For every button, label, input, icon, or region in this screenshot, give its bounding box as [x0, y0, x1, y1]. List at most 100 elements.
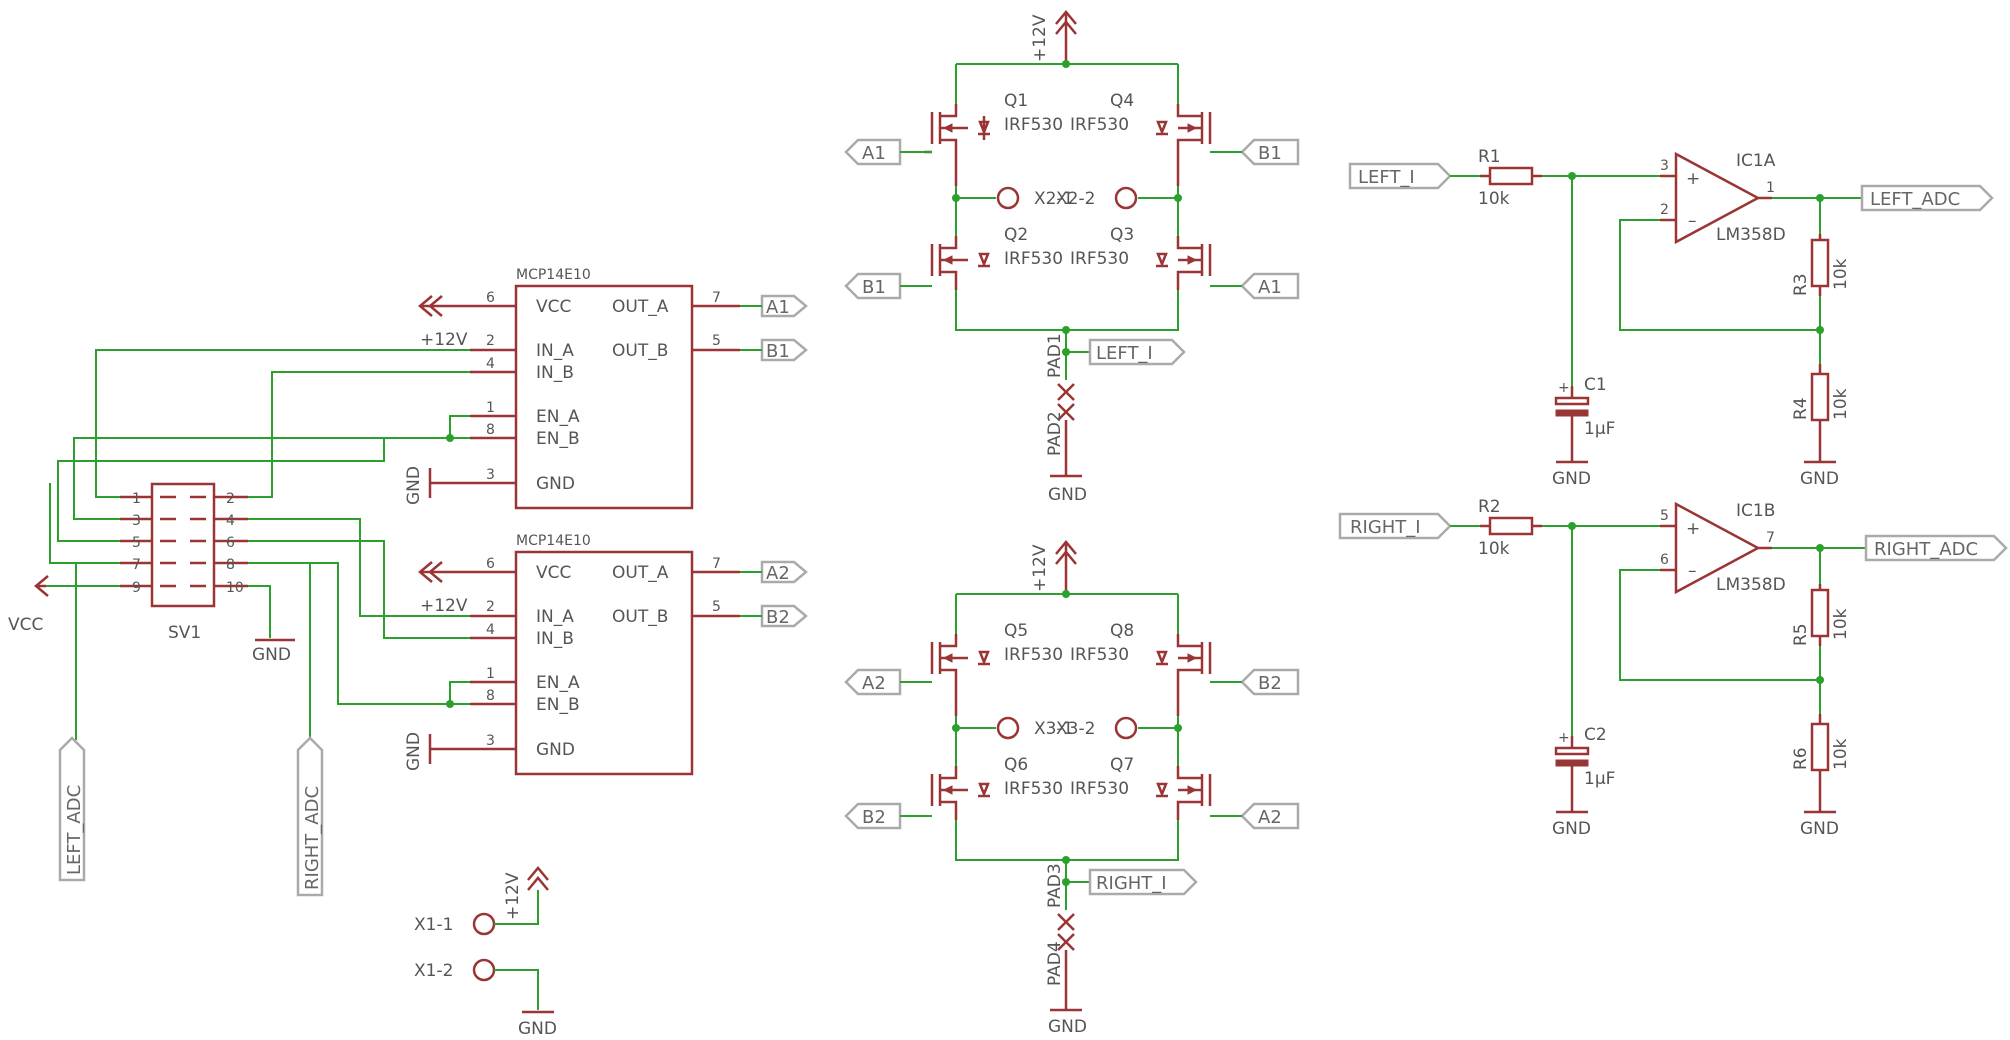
- resistor-r4: [1810, 372, 1830, 422]
- pin-num: 2: [1660, 202, 1669, 218]
- amp-stage-1: LEFT_I R1 10k + – 3 2 1 IC1A LM358D LEFT…: [1348, 147, 1994, 489]
- net-label-left-adc: [58, 736, 86, 882]
- component-ref: R2: [1478, 497, 1501, 517]
- pin-num: 6: [486, 290, 495, 306]
- gnd-label: GND: [404, 732, 424, 771]
- gnd-label: GND: [404, 466, 424, 505]
- pin-name: GND: [536, 474, 575, 494]
- opamp-plus: +: [1686, 169, 1700, 189]
- component-ref: R1: [1478, 147, 1501, 167]
- driver-body: [514, 284, 694, 510]
- component-ref: Q5: [1004, 621, 1028, 641]
- net-label-text: B2: [862, 807, 886, 828]
- net-label-b1: [760, 338, 808, 362]
- pin-num: 4: [226, 513, 235, 529]
- component-value: 10k: [1478, 539, 1510, 559]
- mosfet-q3: Q3 IRF530: [1070, 225, 1212, 290]
- pin-num: 7: [132, 557, 141, 573]
- pin-num: 1: [486, 400, 495, 416]
- component-value: 10k: [1831, 388, 1851, 420]
- pin-num: 8: [226, 557, 235, 573]
- net-label-text: B1: [766, 341, 790, 362]
- net-label-text: RIGHT_I: [1096, 873, 1167, 894]
- component-ref: IC1A: [1736, 151, 1776, 171]
- net-label-text: A1: [766, 297, 790, 318]
- net-label-text: A1: [862, 143, 886, 164]
- pin-name: OUT_A: [612, 563, 669, 583]
- vcc-label: VCC: [8, 615, 43, 635]
- net-label-text: LEFT_ADC: [64, 785, 85, 875]
- pin-name: EN_A: [536, 673, 580, 693]
- net-label-a1: [844, 138, 902, 166]
- pin-num: 5: [1660, 508, 1669, 524]
- mosfet-q5: Q5 IRF530: [930, 621, 1063, 716]
- connector-pad: [996, 716, 1020, 740]
- component-ref: R5: [1791, 623, 1811, 646]
- component-value: IRF530: [1070, 115, 1129, 135]
- component-value: 10k: [1831, 258, 1851, 290]
- connector-pad: [472, 958, 496, 982]
- connector-label: X2-1: [1034, 189, 1073, 209]
- net-label-b1: [844, 272, 902, 300]
- net-label-text: B1: [862, 277, 886, 298]
- connector-label: X1-2: [414, 961, 453, 981]
- connector-pad: [472, 912, 496, 936]
- header-sv1: 1 3 5 7 9 2 4 6 8 10 SV1: [120, 482, 248, 643]
- cap-polarity: +: [1558, 730, 1570, 746]
- opamp-ic1a: [1674, 151, 1761, 245]
- connector-pad: [1114, 186, 1138, 210]
- power-label: +12V: [1030, 544, 1050, 592]
- net-label-a2: [760, 560, 808, 584]
- component-ref: R6: [1791, 747, 1811, 770]
- net-label-text: LEFT_ADC: [1870, 189, 1960, 210]
- pin-num: 9: [132, 580, 141, 596]
- net-label-b2: [760, 604, 808, 628]
- pin-num: 4: [486, 356, 495, 372]
- component-value: IRF530: [1070, 249, 1129, 269]
- component-value: LM358D: [1716, 575, 1786, 595]
- net-label-text: RIGHT_ADC: [302, 786, 323, 890]
- net-label-text: B2: [766, 607, 790, 628]
- net-label-text: LEFT_I: [1358, 167, 1415, 188]
- amp-stage-2: RIGHT_I R2 10k + – 5 6 7 IC1B LM358D RIG…: [1338, 497, 2008, 839]
- component-ref: IC1B: [1736, 501, 1775, 521]
- net-label-b1: [1240, 138, 1300, 166]
- net-label-right-i: [1088, 868, 1198, 896]
- net-label-right-adc: [1864, 534, 2008, 562]
- gnd-label: GND: [1552, 819, 1591, 839]
- gnd-label: GND: [252, 645, 291, 665]
- net-label-a2: [844, 668, 902, 696]
- pin-name: OUT_A: [612, 297, 669, 317]
- pin-num: 2: [486, 599, 495, 615]
- component-value: 10k: [1478, 189, 1510, 209]
- gnd-label: GND: [1800, 469, 1839, 489]
- pin-name: EN_B: [536, 695, 580, 715]
- resistor-r2: [1488, 516, 1534, 536]
- resistor-r6: [1810, 722, 1830, 772]
- gnd-label: GND: [518, 1019, 557, 1039]
- pin-num: 3: [132, 513, 141, 529]
- header-ref: SV1: [168, 623, 201, 643]
- component-ref: R3: [1791, 273, 1811, 296]
- connector-label: X3-2: [1056, 719, 1095, 739]
- power-label: +12V: [1030, 14, 1050, 62]
- pin-name: OUT_B: [612, 341, 668, 361]
- mosfet-q4: Q4 IRF530: [1070, 91, 1212, 186]
- connector-label: X3-1: [1034, 719, 1073, 739]
- pin-num: 7: [712, 556, 721, 572]
- net-label-text: LEFT_I: [1096, 343, 1153, 364]
- opamp-minus: –: [1688, 211, 1697, 231]
- component-ref: R4: [1791, 397, 1811, 420]
- component-value: IRF530: [1004, 645, 1063, 665]
- pin-name: IN_B: [536, 363, 574, 383]
- pin-num: 1: [132, 491, 141, 507]
- connector-pad: [996, 186, 1020, 210]
- pin-name: IN_A: [536, 341, 574, 361]
- connector-label: X1-1: [414, 915, 453, 935]
- net-label-text: A2: [1258, 807, 1282, 828]
- pin-num: 8: [486, 688, 495, 704]
- net-label-text: B1: [1258, 143, 1282, 164]
- connector-pad: [1114, 716, 1138, 740]
- header-right-pins: 2 4 6 8 10: [190, 491, 248, 596]
